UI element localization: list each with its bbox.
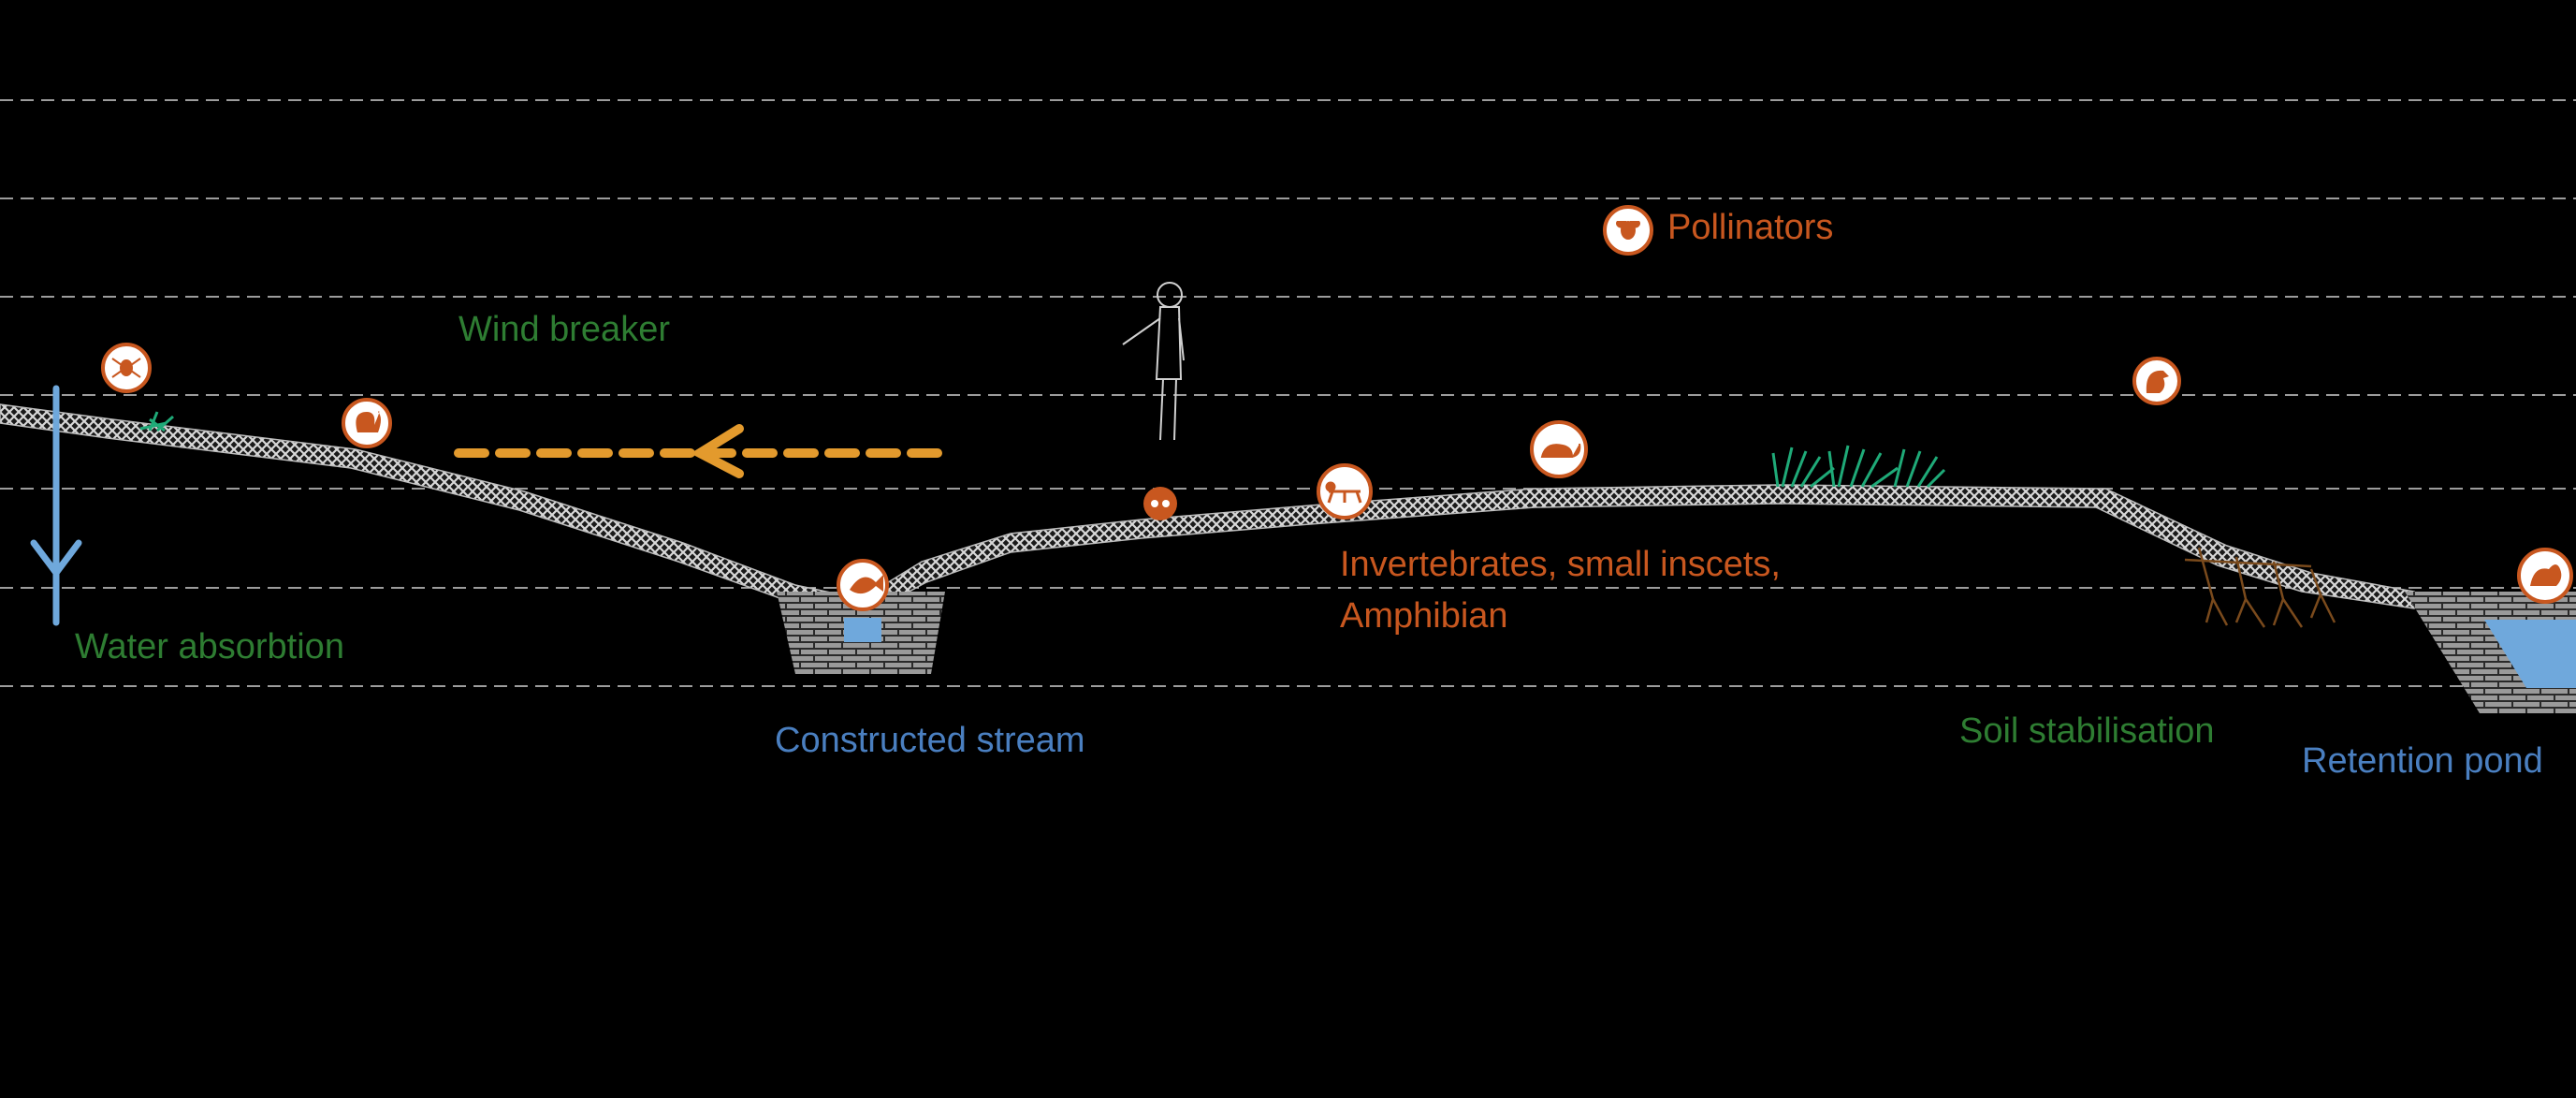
pollinators-label: Pollinators: [1667, 208, 1833, 247]
bee-icon: [1616, 221, 1640, 240]
fish-badge: [837, 559, 889, 611]
wind-arrow-head: [690, 424, 744, 478]
bird-badge: [2132, 357, 2181, 405]
owl-eye-icon: [1162, 500, 1170, 507]
frog-icon: [2530, 564, 2562, 586]
wind-arrow: [454, 424, 945, 478]
retention-pond: [2405, 592, 2576, 713]
roots: [2184, 547, 2336, 628]
root: [2197, 547, 2229, 626]
arrow-head: [30, 539, 82, 578]
constructed-stream: [777, 592, 945, 674]
spider-badge: [101, 343, 152, 393]
soil-stabilisation-label: Soil stabilisation: [1959, 711, 2214, 751]
mouse-icon: [1540, 443, 1581, 458]
frog-badge: [2517, 548, 2573, 604]
fish-icon: [850, 575, 883, 594]
root: [2234, 556, 2266, 628]
squirrel-badge: [342, 398, 392, 448]
owl-badge-circle: [1143, 487, 1177, 520]
owl-icon: [1151, 500, 1158, 507]
pond-water: [2484, 620, 2576, 688]
ant-badge: [1317, 463, 1373, 520]
invertebrates-label-line1: Invertebrates, small inscets,: [1340, 545, 1781, 584]
squirrel-icon: [356, 411, 381, 432]
grass-tuft: [1771, 447, 1835, 489]
grass-tufts: [139, 411, 1946, 489]
mouse-badge: [1530, 420, 1588, 478]
retention-pond-label: Retention pond: [2302, 741, 2543, 781]
wind-breaker-label: Wind breaker: [458, 310, 670, 349]
bee-badge: [1603, 205, 1653, 256]
person-head: [1157, 282, 1183, 308]
ant-icon: [1325, 481, 1362, 504]
grass-tuft: [1893, 448, 1946, 489]
root: [2309, 568, 2336, 623]
owl-badge: [1143, 487, 1177, 520]
grass-tuft: [139, 411, 174, 432]
person-silhouette: [1122, 282, 1185, 441]
invertebrates-label-line2: Amphibian: [1340, 596, 1508, 636]
root: [2184, 558, 2312, 568]
grass-tuft: [1827, 445, 1899, 489]
water-absorption-label: Water absorbtion: [75, 627, 344, 666]
constructed-stream-label: Constructed stream: [775, 721, 1085, 760]
person-body: [1122, 306, 1185, 441]
stream-water: [844, 618, 881, 642]
spider-icon: [111, 358, 141, 378]
grid-lines: [0, 99, 2576, 687]
water-absorption-arrow: [30, 385, 82, 626]
root: [2272, 561, 2304, 628]
bird-icon: [2146, 370, 2169, 393]
